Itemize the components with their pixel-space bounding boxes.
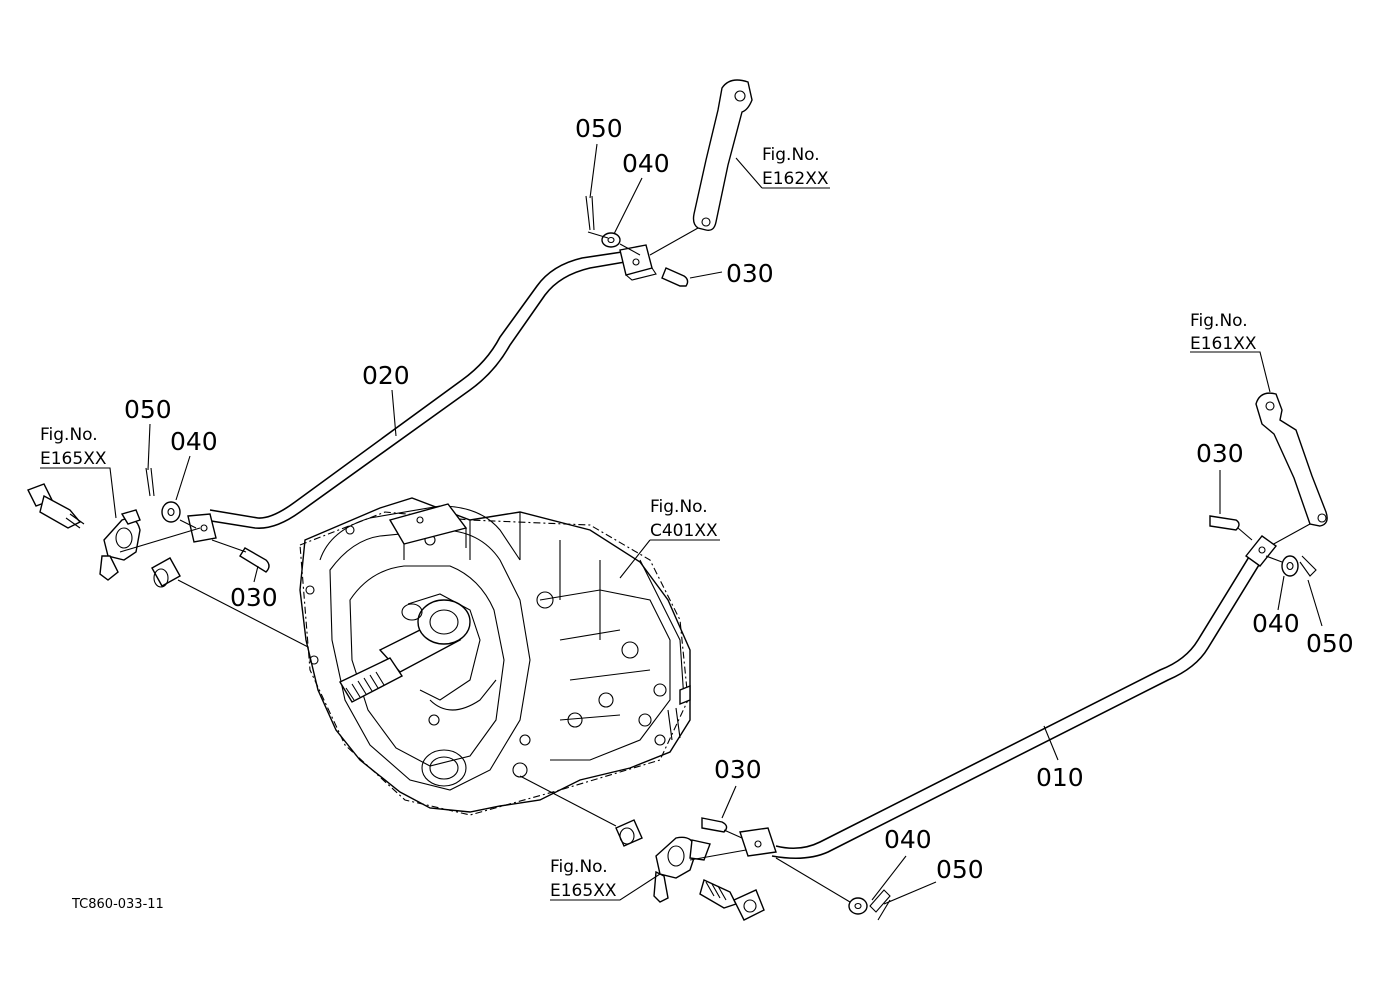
clevis-right [1244, 535, 1278, 567]
label-050-right: 050 [1306, 629, 1354, 658]
fig-label-e165-bottom: Fig.No. [550, 857, 608, 877]
diagram-code: TC860-033-11 [71, 897, 164, 912]
hardware-top [585, 195, 689, 287]
label-040-bottom: 040 [884, 825, 932, 854]
arm-e162 [649, 79, 753, 256]
arm-e161 [1255, 392, 1328, 547]
label-050-left: 050 [124, 395, 172, 424]
label-040-left: 040 [170, 427, 218, 456]
hardware-left [119, 467, 311, 649]
label-030-left: 030 [230, 583, 278, 612]
fig-ref-e162: E162XX [762, 169, 829, 189]
hardware-right [1209, 515, 1317, 577]
leader-lines [40, 143, 1323, 905]
fig-label-c401: Fig.No. [650, 497, 708, 517]
input-shaft [339, 593, 497, 711]
fig-ref-e165-left: E165XX [40, 449, 107, 469]
clevis-bottom [739, 827, 777, 857]
hardware-bottom [701, 817, 891, 921]
rod-010 [771, 551, 1263, 860]
label-050-bottom: 050 [936, 855, 984, 884]
label-010: 010 [1036, 763, 1084, 792]
bracket-bottom [653, 836, 711, 903]
label-050-top: 050 [575, 114, 623, 143]
fig-ref-e161: E161XX [1190, 334, 1257, 354]
label-030-top: 030 [726, 259, 774, 288]
bolt-left [27, 483, 85, 529]
label-040-right: 040 [1252, 609, 1300, 638]
label-030-right: 030 [1196, 439, 1244, 468]
bolt-bottom [689, 849, 765, 921]
label-030-bottom: 030 [714, 755, 762, 784]
bracket-left [99, 509, 141, 581]
rod-020 [204, 251, 626, 529]
collar-bottom [519, 775, 643, 847]
collar-left [151, 557, 181, 588]
label-020: 020 [362, 361, 410, 390]
fig-label-e165-left: Fig.No. [40, 425, 98, 445]
clevis-top [619, 244, 657, 281]
fig-label-e161: Fig.No. [1190, 311, 1248, 331]
transmission-case [299, 497, 691, 816]
fig-ref-c401: C401XX [650, 521, 718, 541]
label-040-top: 040 [622, 149, 670, 178]
fig-ref-e165-bottom: E165XX [550, 881, 617, 901]
fig-label-e162: Fig.No. [762, 145, 820, 165]
